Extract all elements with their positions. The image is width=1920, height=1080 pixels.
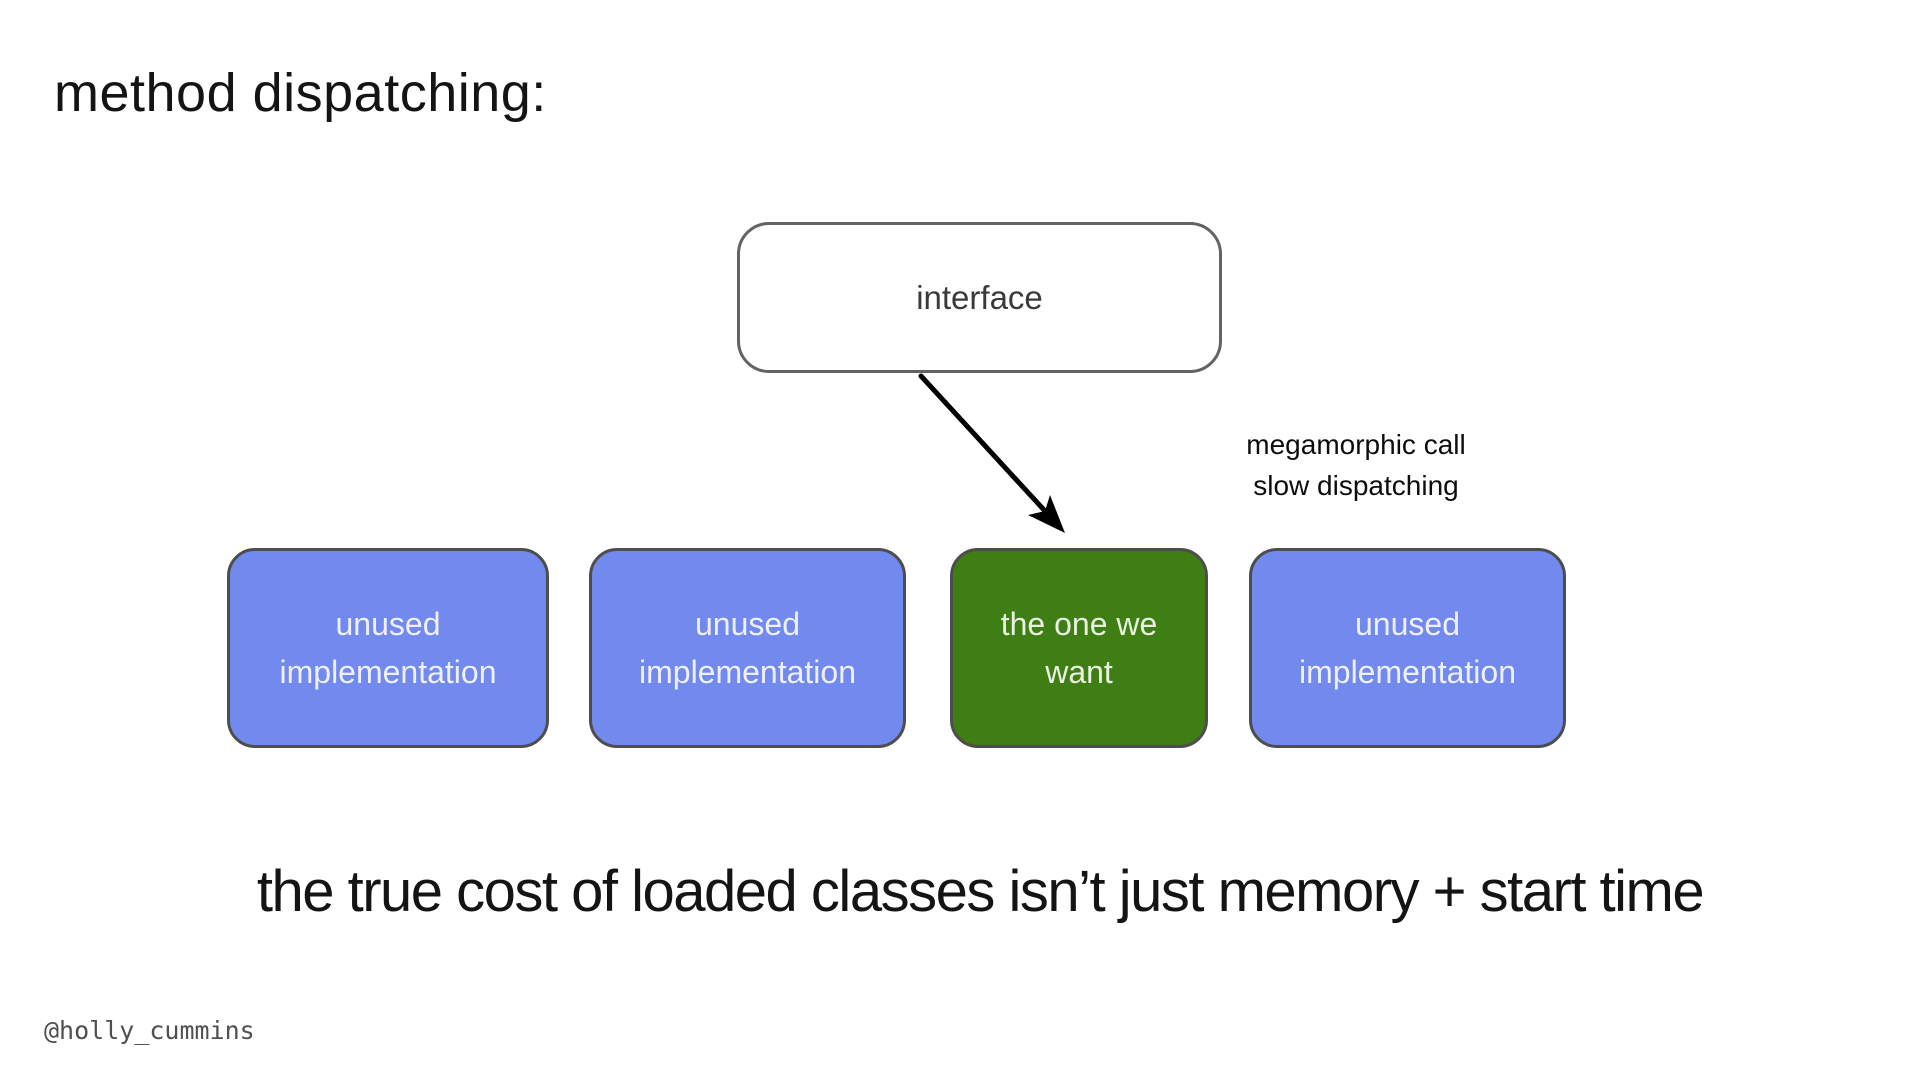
implementation-box-label-line: implementation xyxy=(1299,654,1516,690)
implementation-box-label-line: implementation xyxy=(279,654,497,690)
arrow-annotation: megamorphic call slow dispatching xyxy=(1206,424,1506,506)
implementation-box-unused-2: unused implementation xyxy=(589,548,906,748)
annotation-line-2: slow dispatching xyxy=(1253,470,1459,501)
implementation-box-label-line: unused xyxy=(335,606,441,642)
implementation-box-label-line: implementation xyxy=(639,654,856,690)
implementation-box-label-line: the one we xyxy=(1000,606,1158,642)
slide-title: method dispatching: xyxy=(54,63,547,123)
interface-node: interface xyxy=(737,222,1222,373)
annotation-line-1: megamorphic call xyxy=(1246,429,1466,460)
implementation-box-label-line: unused xyxy=(695,606,800,642)
implementation-box-selected: the one we want xyxy=(950,548,1208,748)
dispatch-arrow-head xyxy=(1028,495,1065,533)
implementation-box-unused-3: unused implementation xyxy=(1249,548,1566,748)
interface-node-label: interface xyxy=(916,278,1043,316)
dispatch-arrow-shaft xyxy=(918,373,1048,514)
slide-statement: the true cost of loaded classes isn’t ju… xyxy=(256,859,1705,924)
author-handle: @holly_cummins xyxy=(44,1016,255,1045)
implementation-box-unused-1: unused implementation xyxy=(227,548,549,748)
implementation-box-label-line: want xyxy=(1045,654,1113,690)
implementation-box-label-line: unused xyxy=(1355,606,1460,642)
